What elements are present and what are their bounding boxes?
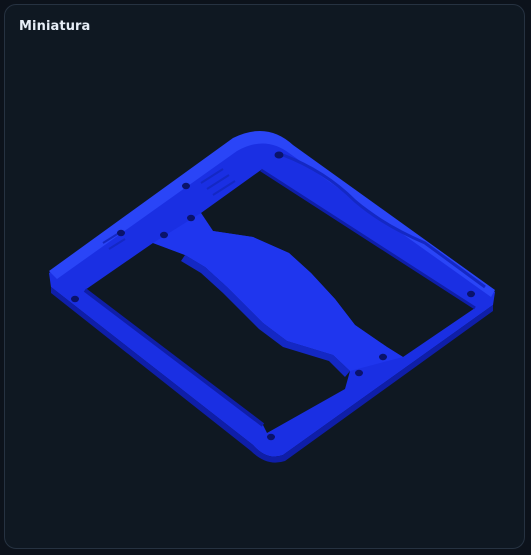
hole-right bbox=[467, 290, 475, 298]
frame-top-face bbox=[49, 130, 495, 297]
card-title: Miniatura bbox=[19, 19, 91, 34]
hole-top bbox=[274, 151, 284, 159]
window-right bbox=[201, 170, 475, 357]
screw-holes bbox=[71, 151, 475, 441]
window-left bbox=[85, 243, 350, 433]
hole-top-left-2 bbox=[187, 214, 195, 222]
hole-top-left-3 bbox=[160, 231, 168, 239]
thumbnail-card: Miniatura bbox=[4, 4, 525, 549]
center-bridge bbox=[153, 213, 403, 371]
hole-left-2 bbox=[71, 295, 79, 303]
center-bridge-shade bbox=[181, 255, 350, 377]
right-groove bbox=[282, 153, 486, 289]
hole-top-left-1 bbox=[182, 182, 190, 190]
model-thumbnail bbox=[49, 130, 495, 463]
corner-ribs bbox=[102, 168, 236, 250]
hole-bottom-right-1 bbox=[379, 353, 387, 361]
hole-bottom-right-2 bbox=[355, 369, 363, 377]
inner-lip-left bbox=[83, 288, 265, 427]
hole-left-1 bbox=[117, 229, 125, 237]
inner-lip-right bbox=[260, 168, 476, 310]
hole-bottom bbox=[267, 433, 275, 441]
